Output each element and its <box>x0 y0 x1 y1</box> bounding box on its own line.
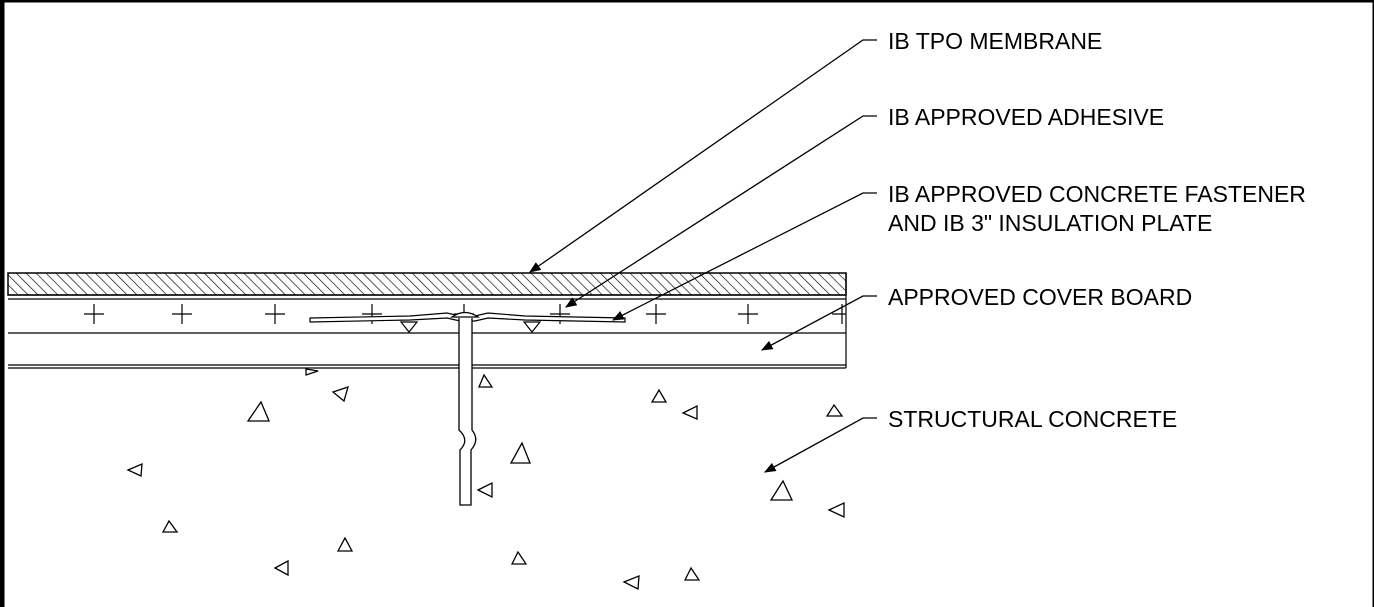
cover-board-layer <box>8 273 847 369</box>
callout-adhesive: IB APPROVED ADHESIVE <box>888 104 1164 130</box>
leader-concrete <box>763 417 877 473</box>
callout-fastener-line1: IB APPROVED CONCRETE FASTENER <box>888 181 1306 207</box>
callout-fastener-line2: AND IB 3" INSULATION PLATE <box>888 210 1212 236</box>
leader-fastener <box>611 192 877 321</box>
leader-lines <box>529 39 877 473</box>
callouts: IB TPO MEMBRANE IB APPROVED ADHESIVE IB … <box>888 28 1306 432</box>
leader-adhesive <box>565 115 877 308</box>
concrete-fastener <box>449 311 481 506</box>
tpo-membrane-layer <box>7 272 847 296</box>
leader-membrane <box>529 39 877 273</box>
callout-membrane: IB TPO MEMBRANE <box>888 28 1102 54</box>
adhesive-beads <box>399 321 542 333</box>
concrete-aggregate <box>126 368 845 591</box>
leader-cover-board <box>760 295 877 351</box>
callout-cover-board: APPROVED COVER BOARD <box>888 284 1192 310</box>
callout-concrete: STRUCTURAL CONCRETE <box>888 406 1177 432</box>
